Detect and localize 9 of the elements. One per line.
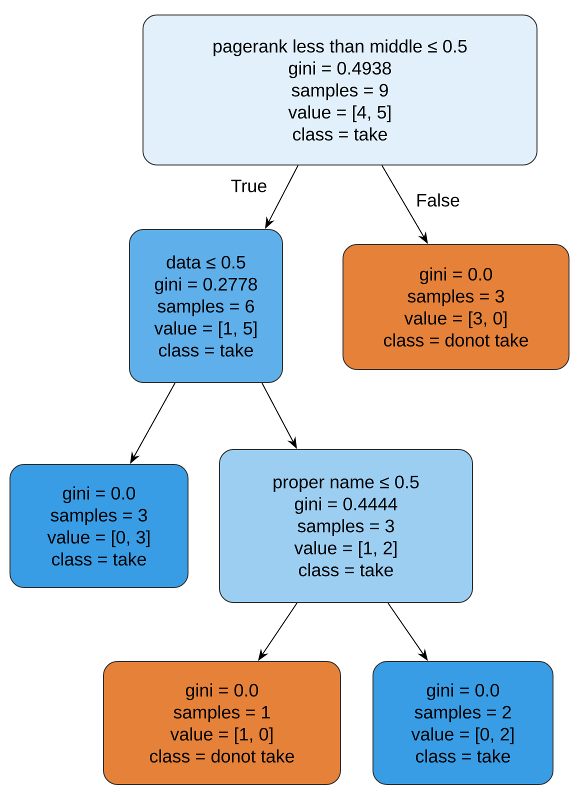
tree-node-box: gini = 0.0 samples = 3 value = [3, 0] class = donot take: [342, 244, 570, 370]
tree-node-box: data ≤ 0.5 gini = 0.2778 samples = 6 value = [1, 5] class = take: [129, 229, 283, 383]
tree-node-box: proper name ≤ 0.5 gini = 0.4444 samples = 3 value = [1, 2] class = take: [219, 449, 473, 603]
edge-label: True: [230, 178, 268, 194]
tree-node-box: gini = 0.0 samples = 1 value = [1, 0] class = donot take: [103, 661, 341, 785]
edge-label: False: [414, 192, 461, 208]
tree-node-box: gini = 0.0 samples = 2 value = [0, 2] class = take: [372, 661, 554, 785]
tree-node-box: pagerank less than middle ≤ 0.5 gini = 0.4938 samples = 9 value = [4, 5] class = take: [142, 14, 538, 166]
tree-node-box: gini = 0.0 samples = 3 value = [0, 3] class = take: [10, 464, 188, 588]
